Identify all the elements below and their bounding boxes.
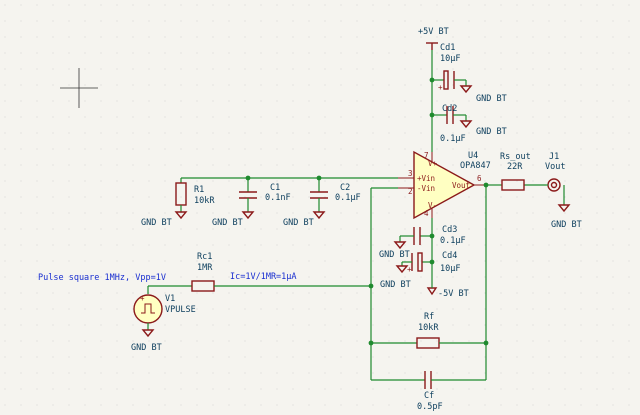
svg-text:Vout: Vout [452, 181, 470, 190]
pwr-pos-symbol[interactable]: +5V BT [418, 27, 449, 50]
svg-text:GND BT: GND BT [380, 280, 411, 290]
capacitor-cd2[interactable]: Cd2 0.1µF [432, 104, 466, 144]
capacitor-cd3[interactable]: Cd3 0.1µF [400, 225, 466, 246]
connector-j1[interactable]: J1 Vout [545, 152, 565, 205]
capacitor-c2[interactable]: C2 0.1µF [310, 178, 361, 212]
wire-output [483, 182, 546, 188]
capacitor-cd4[interactable]: + Cd4 10µF [402, 251, 460, 274]
svg-text:GND BT: GND BT [131, 343, 162, 353]
resistor-rc1[interactable]: Rc1 1MR [147, 252, 371, 294]
svg-text:Cd2: Cd2 [442, 104, 457, 114]
svg-text:GND BT: GND BT [283, 218, 314, 228]
svg-text:10kR: 10kR [194, 196, 215, 206]
svg-text:-5V BT: -5V BT [438, 289, 469, 299]
gnd-symbol-v1[interactable]: GND BT [131, 329, 162, 353]
svg-text:4: 4 [424, 209, 429, 218]
svg-text:GND BT: GND BT [212, 218, 243, 228]
svg-text:Cd4: Cd4 [442, 251, 457, 261]
svg-text:10µF: 10µF [440, 54, 460, 64]
note-pulse: Pulse square 1MHz, Vpp=1V [38, 273, 166, 283]
svg-text:Cd1: Cd1 [440, 43, 455, 53]
svg-text:-Vin: -Vin [417, 184, 435, 193]
svg-text:22R: 22R [507, 162, 523, 172]
opamp-u4[interactable]: +Vin -Vin Vout V+ V- 3 2 6 7 4 U4 OPA847 [398, 150, 491, 220]
wire-vpos-rail [429, 50, 435, 152]
capacitor-cd1[interactable]: + Cd1 10µF [432, 43, 466, 92]
gnd-symbol-cd3[interactable]: GND BT [379, 236, 410, 260]
svg-text:V+: V+ [428, 159, 438, 168]
svg-text:7: 7 [424, 151, 429, 160]
gnd-symbol-j1[interactable]: GND BT [551, 204, 582, 230]
svg-text:6: 6 [477, 174, 482, 183]
pwr-neg-symbol[interactable]: -5V BT [426, 280, 469, 299]
resistor-r1[interactable]: R1 10kR [175, 178, 215, 212]
svg-text:GND BT: GND BT [141, 218, 172, 228]
grid-dots [4, 4, 630, 406]
svg-text:1MR: 1MR [197, 263, 213, 273]
svg-text:Cd3: Cd3 [442, 225, 457, 235]
svg-text:+5V BT: +5V BT [418, 27, 449, 37]
svg-text:U4: U4 [468, 151, 478, 161]
svg-text:Rs_out: Rs_out [500, 152, 531, 162]
wire-vneg-rail [429, 218, 435, 280]
gnd-symbol-cd1[interactable]: GND BT [459, 80, 507, 104]
gnd-symbol-r1[interactable]: GND BT [141, 211, 188, 228]
svg-text:10kR: 10kR [418, 323, 439, 333]
svg-text:0.1µF: 0.1µF [440, 236, 466, 246]
svg-text:GND BT: GND BT [379, 250, 410, 260]
svg-text:J1: J1 [549, 152, 559, 162]
svg-text:Rc1: Rc1 [197, 252, 212, 262]
svg-text:C2: C2 [340, 183, 350, 193]
svg-text:+: + [438, 83, 443, 92]
svg-text:0.5pF: 0.5pF [417, 402, 443, 412]
gnd-symbol-c1[interactable]: GND BT [212, 211, 255, 228]
svg-text:0.1nF: 0.1nF [265, 193, 291, 203]
svg-text:R1: R1 [194, 185, 204, 195]
capacitor-c1[interactable]: C1 0.1nF [239, 178, 291, 212]
svg-text:GND BT: GND BT [476, 94, 507, 104]
svg-text:V-: V- [428, 201, 437, 210]
resistor-rs-out[interactable]: Rs_out 22R [500, 152, 531, 191]
gnd-symbol-cd4[interactable]: GND BT [380, 262, 411, 290]
svg-text:Vout: Vout [545, 162, 565, 172]
svg-text:+Vin: +Vin [417, 174, 435, 183]
svg-text:+: + [407, 265, 412, 274]
svg-text:0.1µF: 0.1µF [440, 134, 466, 144]
svg-text:C1: C1 [270, 183, 280, 193]
capacitor-cf[interactable]: Cf 0.5pF [371, 371, 486, 412]
wire-noninv-input [181, 175, 398, 181]
svg-text:2: 2 [408, 187, 413, 196]
wire-feedback-out [483, 185, 489, 380]
svg-text:V1: V1 [165, 294, 175, 304]
svg-text:VPULSE: VPULSE [165, 305, 196, 315]
note-current: Ic=1V/1MR=1µA [230, 272, 297, 282]
resistor-rf[interactable]: Rf 10kR [371, 312, 486, 349]
svg-text:0.1µF: 0.1µF [335, 193, 361, 203]
gnd-symbol-c2[interactable]: GND BT [283, 211, 326, 228]
svg-text:10µF: 10µF [440, 264, 460, 274]
svg-text:+: + [140, 294, 145, 303]
source-v1[interactable]: + V1 VPULSE [133, 294, 196, 330]
svg-text:3: 3 [408, 169, 413, 178]
svg-text:Cf: Cf [424, 391, 434, 401]
gnd-symbol-cd2[interactable]: GND BT [459, 115, 507, 137]
svg-text:GND BT: GND BT [476, 127, 507, 137]
svg-text:Rf: Rf [424, 312, 434, 322]
cursor-crosshair [60, 68, 98, 108]
svg-text:OPA847: OPA847 [460, 161, 491, 171]
svg-text:GND BT: GND BT [551, 220, 582, 230]
